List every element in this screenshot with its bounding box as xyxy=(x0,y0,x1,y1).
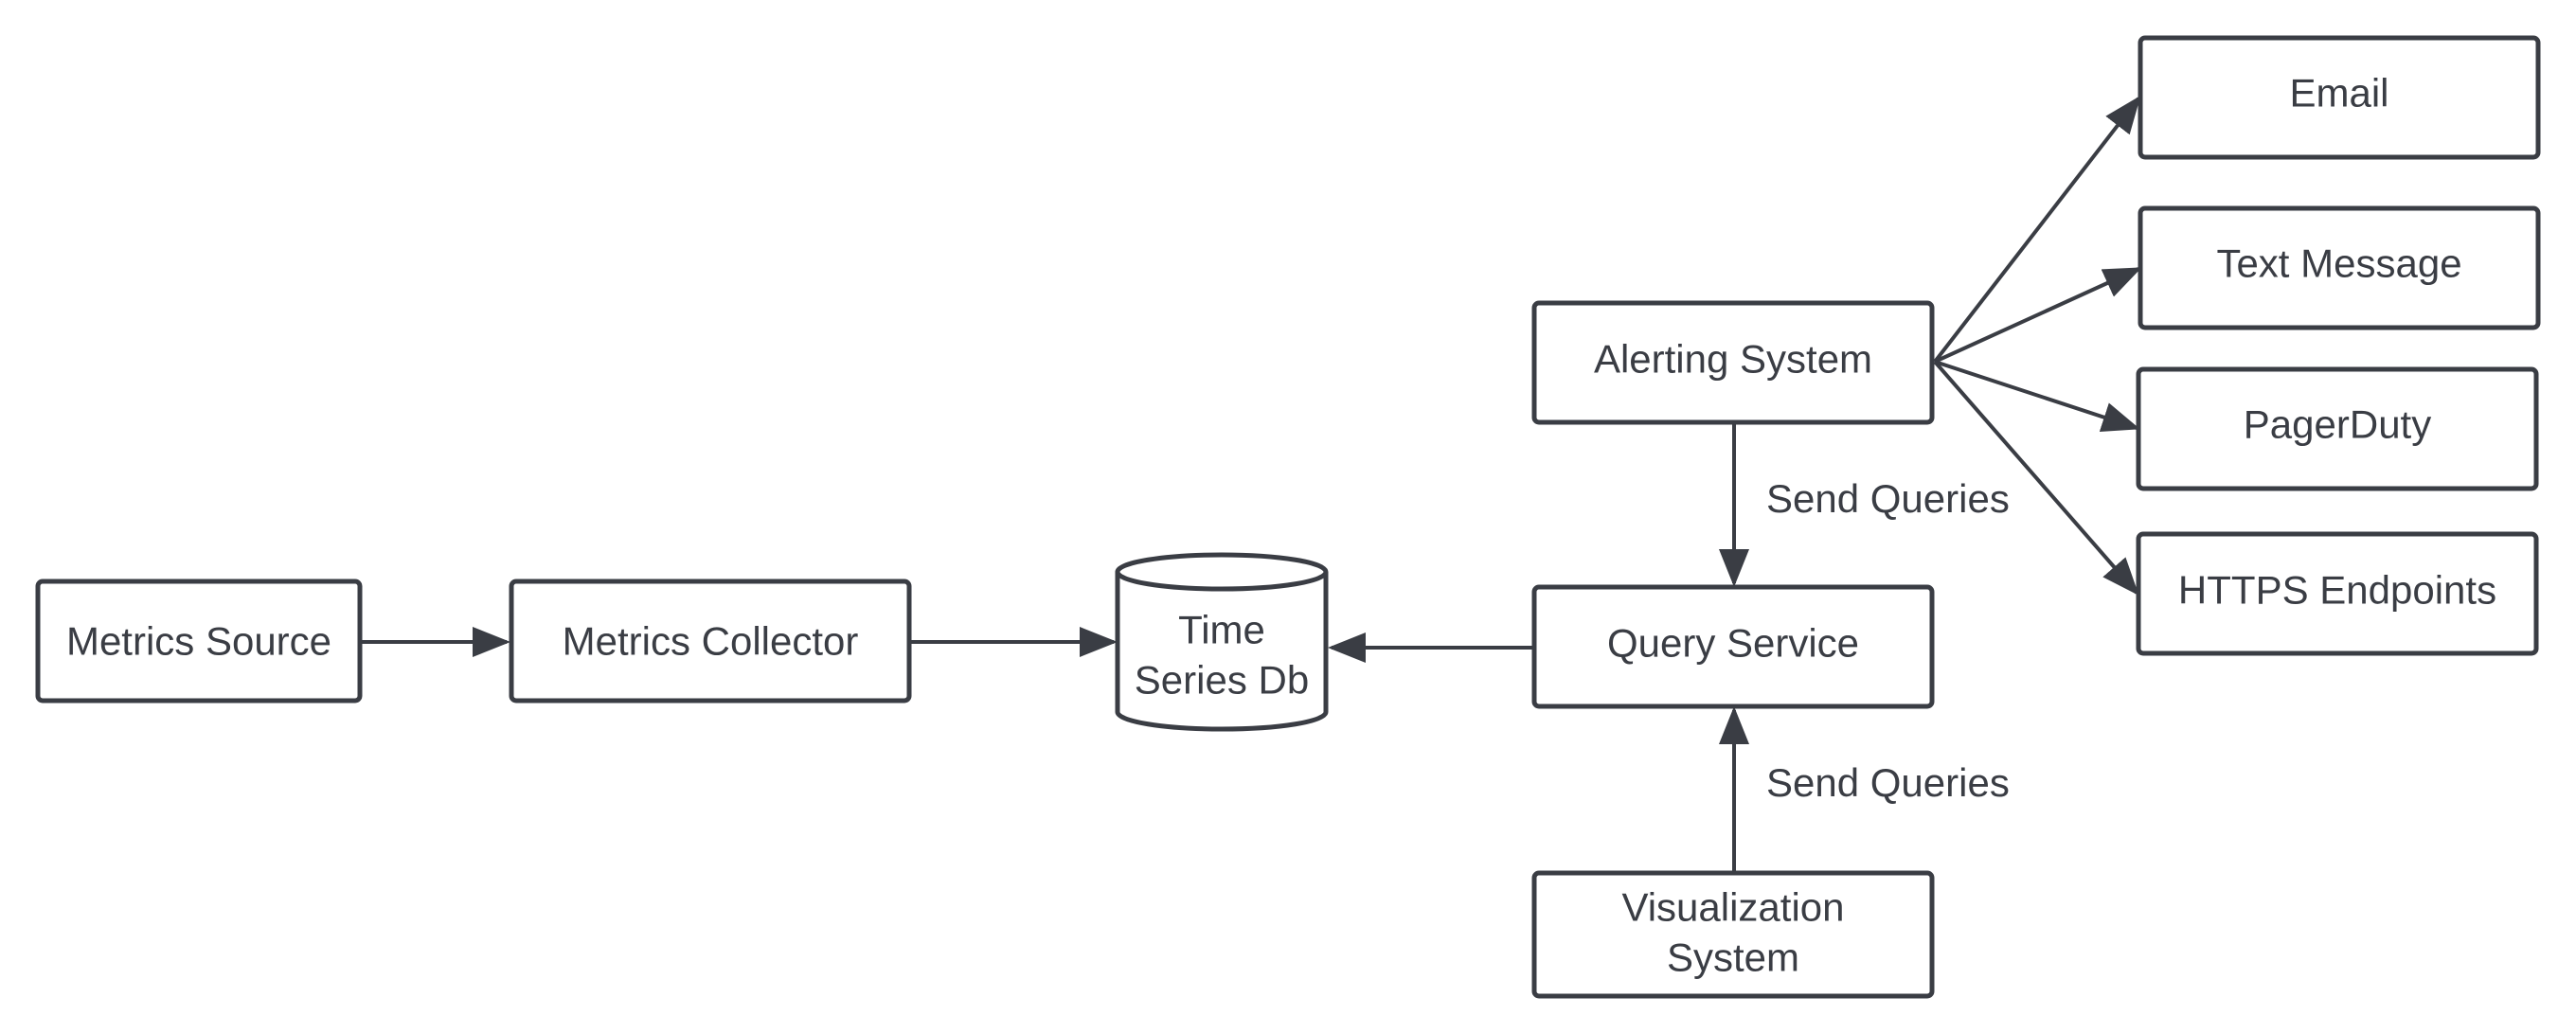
node-visualization-system-label-line1: Visualization xyxy=(1621,885,1844,930)
edge-label-alerting-query: Send Queries xyxy=(1766,476,2010,521)
node-email-label: Email xyxy=(2289,71,2388,116)
node-alerting-system[interactable]: Alerting System xyxy=(1531,300,1935,425)
node-email[interactable]: Email xyxy=(2138,35,2541,160)
node-https-endpoints[interactable]: HTTPS Endpoints xyxy=(2136,531,2539,656)
node-pagerduty-label: PagerDuty xyxy=(2244,402,2431,447)
node-metrics-collector[interactable]: Metrics Collector xyxy=(509,579,912,704)
node-metrics-source-label: Metrics Source xyxy=(66,619,331,664)
node-time-series-db-label-line1: Time xyxy=(1178,608,1265,652)
node-time-series-db[interactable]: Time Series Db xyxy=(1115,552,1329,732)
edge-alerting-to-text-message xyxy=(1934,267,2142,364)
node-pagerduty[interactable]: PagerDuty xyxy=(2136,366,2539,491)
node-metrics-collector-label: Metrics Collector xyxy=(563,619,859,664)
node-https-endpoints-label: HTTPS Endpoints xyxy=(2178,568,2496,613)
database-cylinder-icon xyxy=(1115,552,1329,732)
node-text-message-label: Text Message xyxy=(2216,241,2461,286)
edge-label-visualization-query: Send Queries xyxy=(1766,760,2010,805)
node-visualization-system-label-line2: System xyxy=(1667,935,1799,980)
edge-alerting-to-email xyxy=(1933,95,2141,364)
edge-alerting-to-pagerduty xyxy=(1934,360,2140,432)
edges xyxy=(362,95,2142,872)
node-visualization-system[interactable]: Visualization System xyxy=(1531,870,1935,999)
edge-alerting-to-https-endpoints xyxy=(1933,360,2139,597)
node-metrics-source[interactable]: Metrics Source xyxy=(35,579,363,704)
node-query-service[interactable]: Query Service xyxy=(1531,584,1935,709)
node-text-message[interactable]: Text Message xyxy=(2138,205,2541,330)
node-alerting-system-label: Alerting System xyxy=(1594,337,1872,382)
node-query-service-label: Query Service xyxy=(1607,621,1859,666)
node-time-series-db-label-line2: Series Db xyxy=(1135,658,1309,703)
